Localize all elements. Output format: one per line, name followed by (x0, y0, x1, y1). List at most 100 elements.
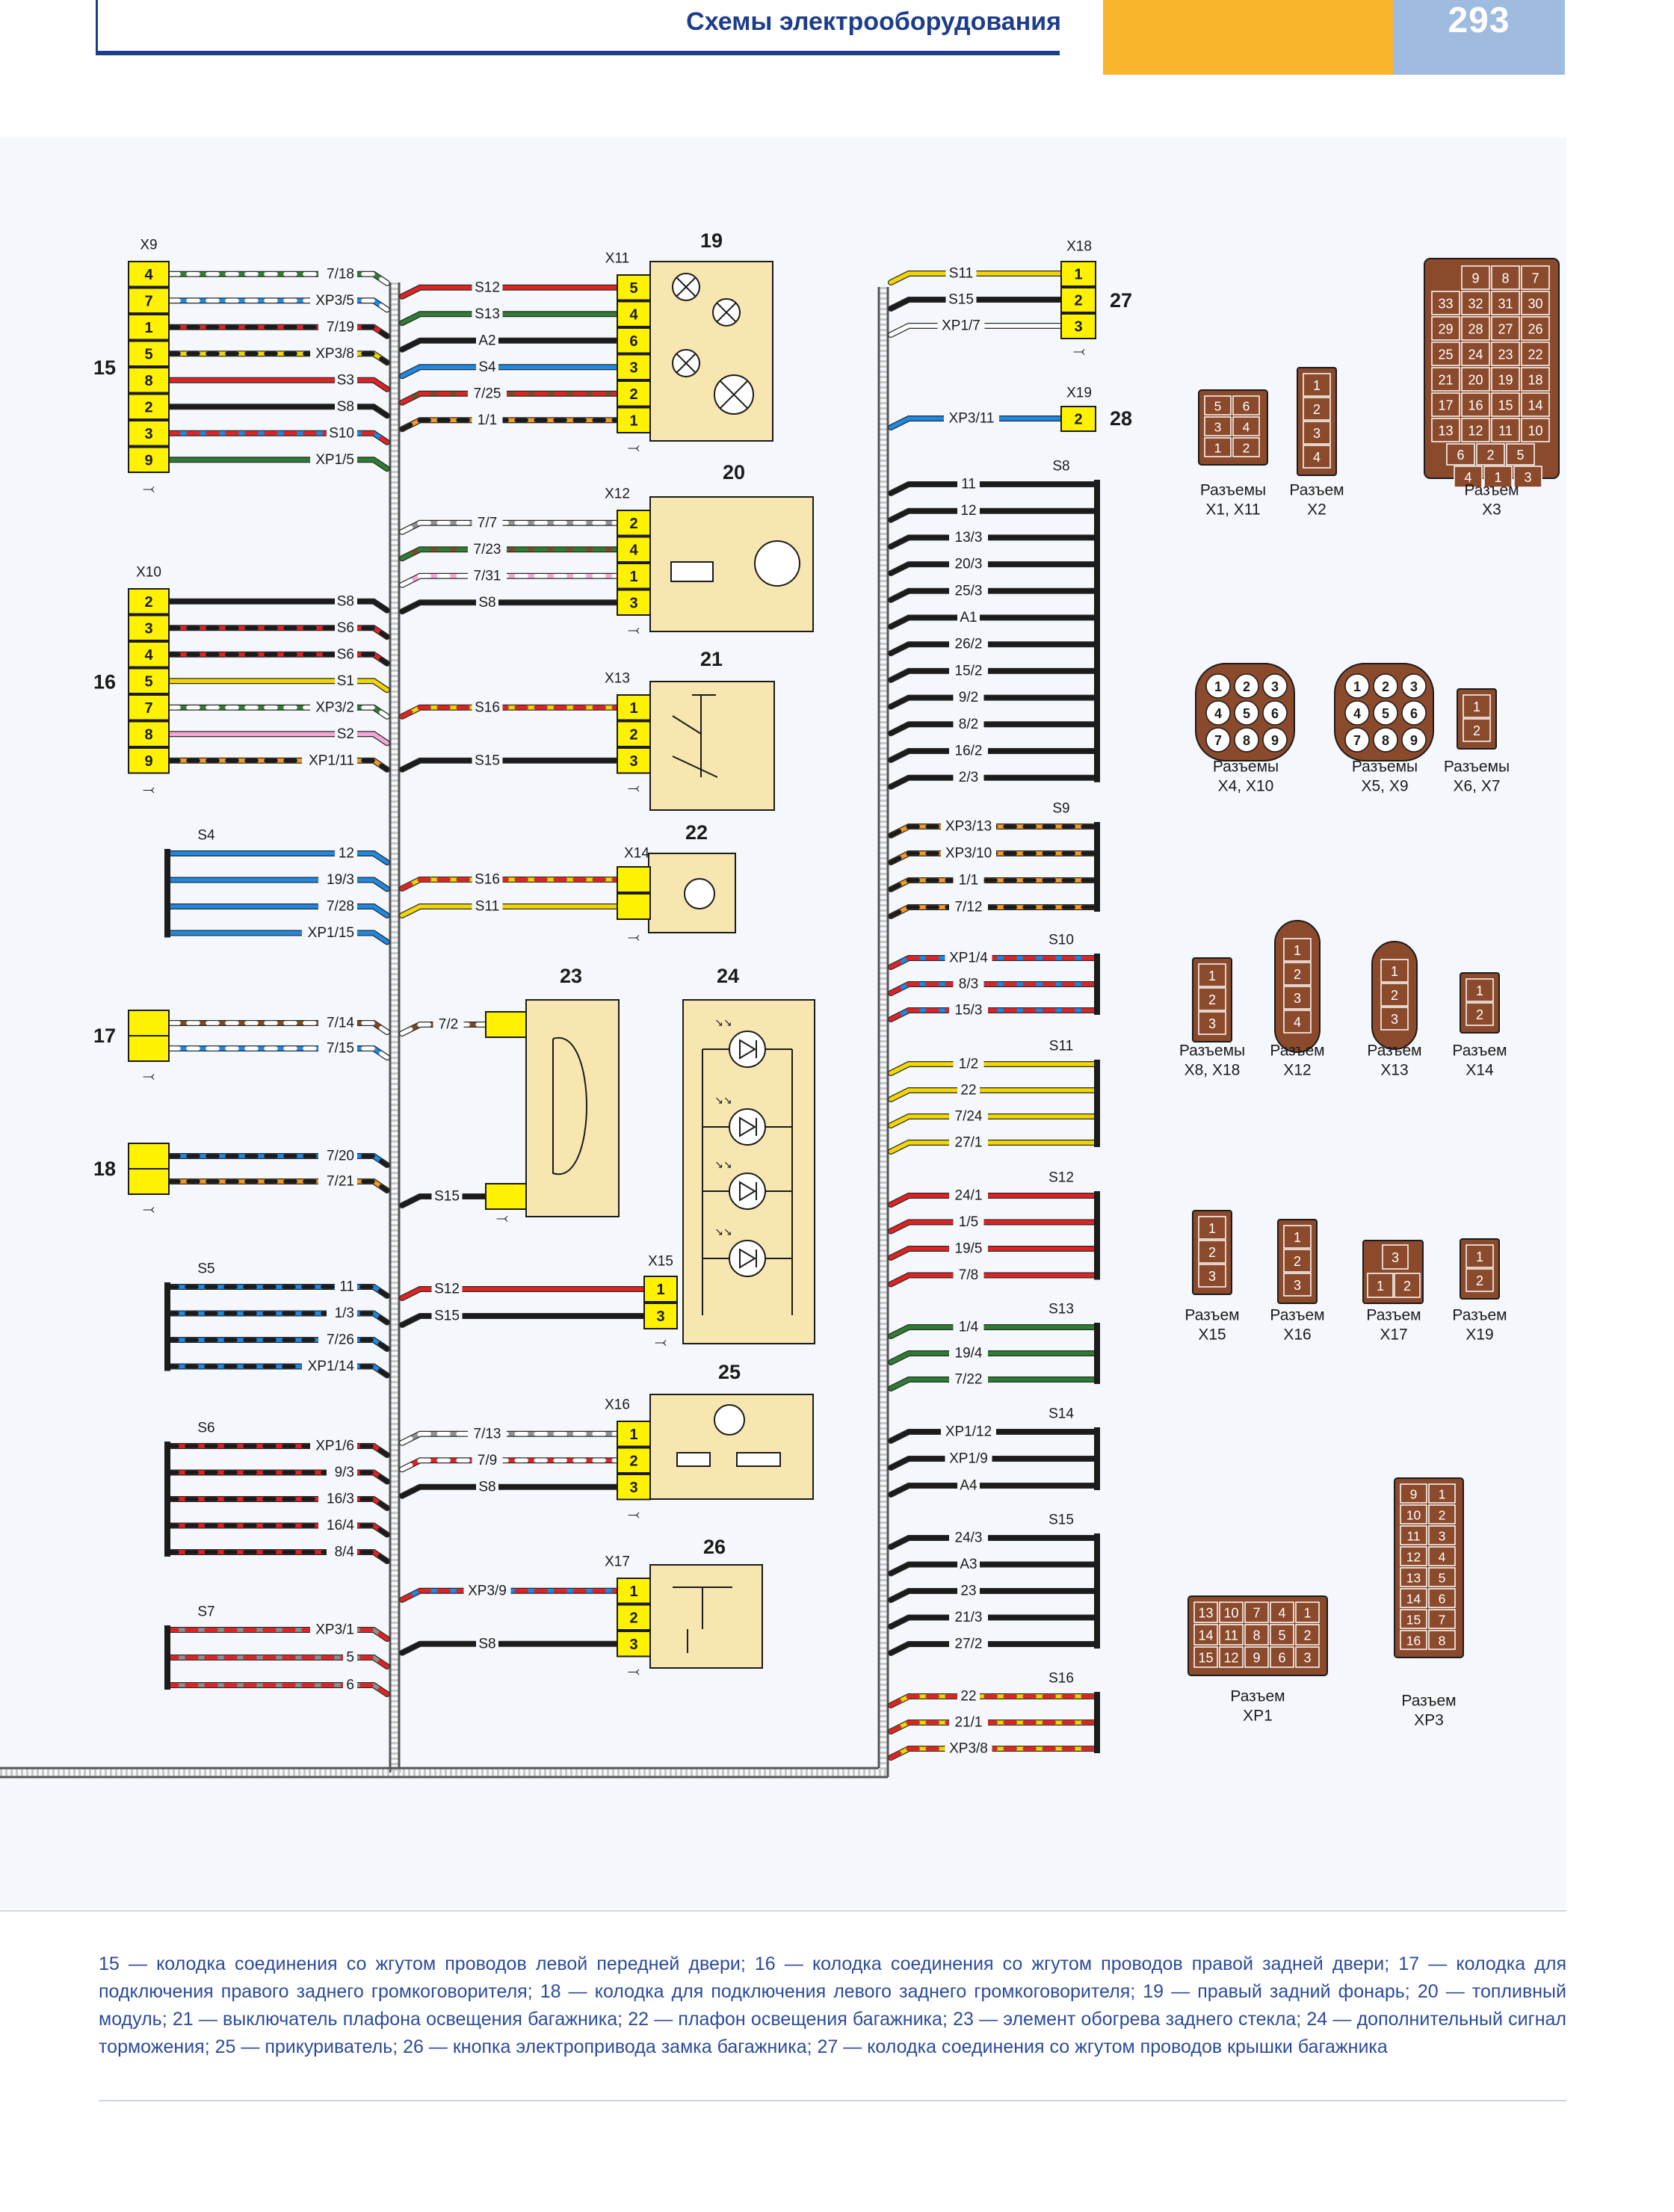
splice-name: S11 (1049, 1039, 1073, 1054)
wire-15/2 (888, 667, 1100, 683)
lamp-cross (720, 380, 748, 409)
wire-19/5 (888, 1246, 1100, 1261)
wire-base (889, 1642, 1099, 1655)
wire-label: S16 (475, 872, 500, 888)
button-icon (673, 1587, 732, 1653)
wire-label: A4 (960, 1478, 977, 1494)
pin-number: 2 (629, 1610, 637, 1626)
connector-cell-number: 3 (1524, 470, 1531, 485)
label-bg (949, 1634, 988, 1652)
wire-stripe (167, 652, 389, 666)
connector-cell (1303, 397, 1331, 421)
wire-label: 24/3 (955, 1530, 983, 1546)
wire-label: XP1/4 (949, 951, 988, 966)
connector-cell (1382, 1244, 1409, 1270)
label-bg (476, 330, 498, 349)
pin-number: 3 (629, 359, 637, 376)
pin-number: 6 (629, 333, 637, 350)
component-number: 21 (700, 648, 723, 670)
pin-number: 8 (144, 373, 152, 389)
wire-7/26 (164, 1337, 390, 1352)
wire-11 (888, 481, 1100, 496)
connector-name: X10 (136, 565, 161, 581)
header-rule (96, 51, 1060, 55)
wire-label: 7/14 (327, 1016, 354, 1031)
pin-number: 2 (629, 516, 637, 532)
connector-plug-mark: ⤙ (628, 1507, 640, 1523)
wire-label: XP3/5 (315, 293, 354, 309)
connector-name: X11 (605, 251, 629, 267)
wire-label: S10 (329, 425, 354, 441)
wire-25/3 (888, 587, 1100, 603)
pin-box (643, 1276, 678, 1303)
label-bg (335, 644, 357, 663)
connector-cell (1244, 1601, 1269, 1623)
pin-box (485, 1183, 527, 1210)
connector-cell (1193, 1624, 1218, 1646)
wire-stripe (165, 1683, 389, 1696)
label-bg (472, 697, 503, 716)
connector-pin (1262, 673, 1288, 699)
wire-7/25 (399, 390, 620, 406)
pin-number: 3 (629, 1637, 637, 1653)
light-rays-icon: ↘↘ (714, 1158, 732, 1170)
label-bg (327, 1303, 357, 1322)
wire-stripe (400, 1432, 620, 1445)
pin-number: 1 (629, 569, 637, 585)
label-bg (949, 1344, 988, 1362)
pin-number: 5 (144, 673, 152, 690)
label-bg (310, 291, 357, 309)
connector-cell-number: 1 (1208, 968, 1216, 983)
connector-caption: X5, X9 (1361, 778, 1408, 795)
wire-S12 (399, 284, 620, 300)
pin-number: 3 (656, 1309, 664, 1325)
wire-23 (888, 1588, 1100, 1603)
connector-cell-number: 7 (1253, 1606, 1260, 1621)
wire-base (400, 312, 620, 325)
connector-plug-mark: ⤙ (143, 1068, 155, 1084)
wire-base (889, 1273, 1099, 1287)
wire-15/3 (888, 1007, 1100, 1022)
wire-base (400, 1314, 646, 1327)
pin-box (617, 1604, 651, 1631)
pin-number: 2 (629, 386, 637, 403)
wire-base (889, 562, 1099, 575)
label-bg (941, 1422, 996, 1440)
connector-caption: Разъемы (1200, 482, 1266, 499)
connector-cell-number: 1 (1208, 1221, 1216, 1236)
connector-name: X12 (605, 486, 630, 502)
wire-XP1/11 (166, 757, 390, 773)
wire-base (889, 749, 1099, 762)
wire-stripe (167, 298, 389, 312)
splice-name: S6 (197, 1421, 214, 1436)
heater-element-icon (736, 1452, 781, 1467)
wire-base (889, 1536, 1099, 1549)
diode-icon (739, 1248, 757, 1269)
connector-cell (1400, 1483, 1427, 1504)
wire-27/2 (888, 1641, 1100, 1656)
wire-label: XP3/8 (949, 1741, 988, 1757)
connector-cell-number: 2 (1403, 1279, 1411, 1294)
wire-stripe (400, 877, 620, 891)
pin-box (128, 446, 170, 473)
label-bg (953, 688, 984, 706)
connector-cell-number: 3 (1410, 679, 1418, 694)
connector-caption: Разъем (1401, 1693, 1456, 1710)
wire-base (889, 508, 1099, 522)
connector-caption: Разъем (1270, 1042, 1324, 1060)
wire-stripe (400, 1589, 620, 1602)
connector-cell (1428, 1567, 1456, 1587)
pin-number: 9 (144, 753, 152, 770)
connector-cell (1394, 1273, 1421, 1298)
connector-plug-mark: ⤙ (655, 1334, 667, 1350)
wire-base (889, 1114, 1099, 1128)
connector-cell (1283, 1225, 1312, 1249)
wire-label: S11 (949, 266, 973, 282)
connector-cell-number: 9 (1410, 733, 1418, 748)
label-bg (953, 1212, 984, 1231)
wire-base (889, 416, 1063, 430)
label-bg (472, 513, 503, 531)
wire-9/2 (888, 694, 1100, 710)
connector-cell (1428, 1483, 1456, 1504)
wire-label: XP1/7 (942, 318, 980, 334)
